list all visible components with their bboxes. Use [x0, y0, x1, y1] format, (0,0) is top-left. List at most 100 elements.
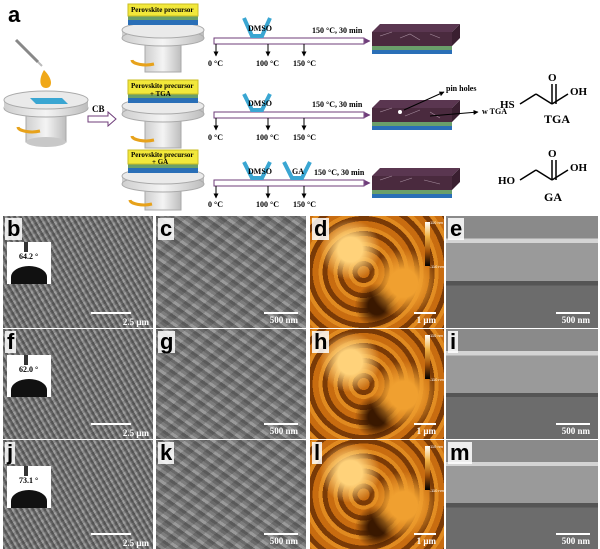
panel-letter-i: i: [448, 329, 459, 354]
scale-bar-label: 2.5 μm: [122, 538, 149, 548]
scale-bar: [264, 312, 298, 314]
temp-150-row2: 150 °C: [293, 133, 316, 142]
afm-colorbar: [425, 446, 430, 490]
image-panel-g: g 500 nm: [156, 329, 306, 439]
scale-bar: [91, 312, 131, 314]
temp-150-row1: 150 °C: [293, 59, 316, 68]
temp-100-row1: 100 °C: [256, 59, 279, 68]
scale-bar: [91, 423, 131, 425]
pipette-icon: [14, 38, 43, 67]
scale-bar-label: 1 μm: [416, 536, 436, 546]
timeline-row2: [213, 93, 371, 131]
droplet-icon: [40, 70, 51, 88]
panel-letter-h: h: [312, 329, 330, 354]
contact-angle-inset: 73.1 °: [7, 466, 51, 508]
scale-bar: [556, 312, 590, 314]
dmso-label-row2: DMSO: [248, 99, 272, 108]
image-panel-j: j 73.1 ° 2.5 μm: [3, 440, 153, 549]
dmso-label-row3: DMSO: [248, 167, 272, 176]
schematic-diagram: [3, 3, 569, 211]
temp-100-row2: 100 °C: [256, 133, 279, 142]
scale-bar: [414, 312, 436, 314]
image-panel-m: m 500 nm: [446, 440, 598, 549]
afm-colorbar-min: -110 nm: [429, 264, 444, 269]
ga-left-group: HO: [498, 175, 516, 187]
tga-carbonyl: O: [548, 72, 557, 84]
anneal-label-row1: 150 °C, 30 min: [312, 26, 363, 35]
precursor-label-row3: Perovskite precursor: [131, 151, 194, 159]
precursor-additive-row2: + TGA: [150, 90, 171, 98]
scale-bar: [264, 423, 298, 425]
tga-right-group: OH: [570, 86, 588, 98]
ga-step-label-row3: GA: [292, 167, 304, 176]
spin-coater-left: [3, 90, 89, 147]
film-row3: [372, 168, 460, 198]
timeline-row1: [213, 17, 371, 57]
panel-letter-j: j: [5, 440, 16, 465]
afm-colorbar: [425, 222, 430, 266]
afm-colorbar-max: 110 nm: [429, 220, 443, 225]
afm-colorbar-min: -110 nm: [429, 377, 444, 382]
panel-letter-k: k: [158, 440, 175, 465]
ga-carbonyl: O: [548, 148, 557, 160]
image-panel-h: h 110 nm -110 nm 1 μm: [310, 329, 444, 439]
panel-letter-d: d: [312, 216, 330, 241]
scale-bar: [414, 533, 436, 535]
scale-bar-label: 1 μm: [416, 426, 436, 436]
image-panel-d: d 110 nm -110 nm 1 μm: [310, 216, 444, 328]
precursor-label-row2: Perovskite precursor: [131, 82, 194, 90]
temp-0-row1: 0 °C: [208, 59, 223, 68]
spin-coater-row1: [121, 3, 205, 73]
molecule-ga: [519, 160, 569, 181]
image-panel-e: e 500 nm: [446, 216, 598, 328]
scale-bar-label: 2.5 μm: [122, 428, 149, 438]
precursor-label-row1: Perovskite precursor: [131, 6, 194, 14]
contact-angle-value: 73.1 °: [19, 476, 39, 485]
temp-100-row3: 100 °C: [256, 200, 279, 209]
panel-letter-g: g: [158, 329, 176, 354]
ga-right-group: OH: [570, 162, 588, 174]
dmso-label-row1: DMSO: [248, 24, 272, 33]
panel-letter-m: m: [448, 440, 472, 465]
afm-colorbar-max: 110 nm: [429, 333, 443, 338]
scale-bar-label: 500 nm: [561, 426, 590, 436]
image-panel-k: k 500 nm: [156, 440, 306, 549]
spin-coater-row3: [121, 149, 205, 211]
scale-bar-label: 1 μm: [416, 315, 436, 325]
panel-letter-b: b: [5, 216, 23, 241]
w-tga-label: w TGA: [482, 107, 507, 116]
precursor-additive-row3: + GA: [152, 158, 169, 166]
tga-left-group: HS: [500, 99, 515, 111]
pin-holes-label: pin holes: [446, 84, 477, 93]
panel-letter-l: l: [312, 440, 323, 465]
image-panel-i: i 500 nm: [446, 329, 598, 439]
scale-bar: [556, 423, 590, 425]
scale-bar-label: 500 nm: [269, 426, 298, 436]
scale-bar: [91, 533, 131, 535]
film-row2: [372, 91, 479, 130]
scale-bar-label: 500 nm: [561, 536, 590, 546]
scale-bar-label: 500 nm: [561, 315, 590, 325]
scale-bar: [264, 533, 298, 535]
temp-0-row2: 0 °C: [208, 133, 223, 142]
temp-0-row3: 0 °C: [208, 200, 223, 209]
afm-colorbar: [425, 335, 430, 379]
panel-letter-e: e: [448, 216, 465, 241]
scale-bar-label: 500 nm: [269, 536, 298, 546]
scale-bar-label: 500 nm: [269, 315, 298, 325]
temp-150-row3: 150 °C: [293, 200, 316, 209]
anneal-label-row2: 150 °C, 30 min: [312, 100, 363, 109]
anneal-label-row3: 150 °C, 30 min: [314, 168, 365, 177]
contact-angle-value: 64.2 °: [19, 252, 39, 261]
panel-letter-f: f: [5, 329, 17, 354]
molecule-tga: [519, 84, 569, 105]
scale-bar: [414, 423, 436, 425]
afm-colorbar-min: -110 nm: [429, 488, 444, 493]
panel-letter-c: c: [158, 216, 175, 241]
contact-angle-inset: 62.0 °: [7, 355, 51, 397]
film-row1: [372, 24, 460, 54]
ga-name: GA: [544, 190, 562, 204]
